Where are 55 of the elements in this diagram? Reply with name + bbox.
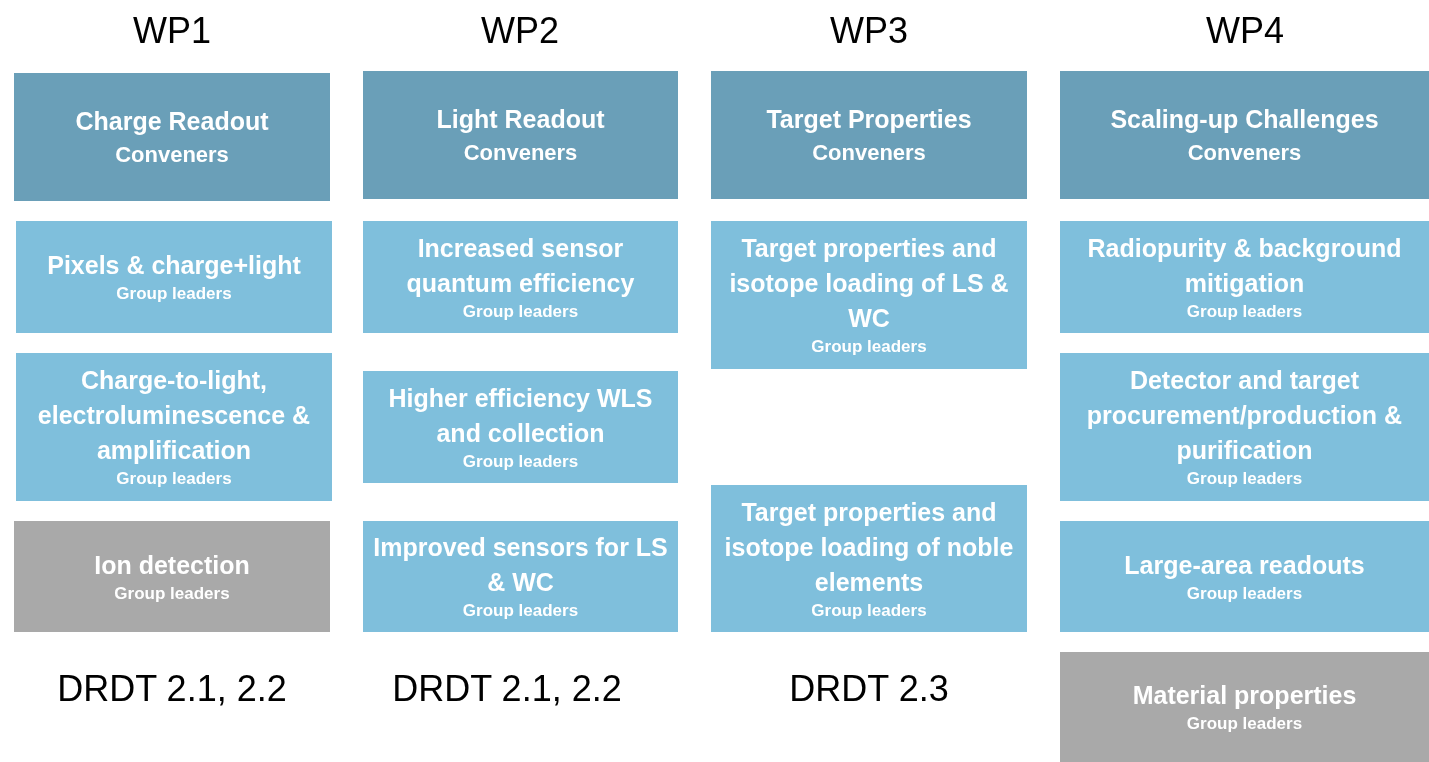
reference-label: DRDT 2.3 <box>789 668 949 710</box>
work-package-title: Light Readout <box>436 104 605 136</box>
topic-title: Target properties and isotope loading of noble elements <box>723 496 1015 598</box>
role-label: Group leaders <box>1186 300 1303 323</box>
topic-title: Detector and target procurement/production & purification <box>1085 365 1404 467</box>
work-package-heading: WP3 <box>830 10 908 52</box>
group-box <box>363 371 678 483</box>
work-package-title: Charge Readout <box>75 106 269 138</box>
group-box <box>14 521 330 632</box>
role-label: Group leaders <box>462 600 579 623</box>
convener-box <box>363 71 678 199</box>
group-box <box>363 221 678 333</box>
reference-label: DRDT 2.1, 2.2 <box>392 668 622 710</box>
group-box <box>363 521 678 632</box>
topic-title: Large-area readouts <box>1124 549 1365 581</box>
group-box <box>1060 652 1429 762</box>
work-package-heading: WP1 <box>133 10 211 52</box>
role-label: Conveners <box>115 140 229 169</box>
role-label: Group leaders <box>462 300 579 323</box>
topic-title: Charge-to-light, electroluminescence & amplification <box>36 365 312 467</box>
group-box <box>711 221 1027 369</box>
convener-box <box>14 73 330 201</box>
work-package-title: Target Properties <box>766 104 972 136</box>
work-package-heading: WP2 <box>481 10 559 52</box>
reference-label: DRDT 2.1, 2.2 <box>57 668 287 710</box>
role-label: Conveners <box>812 138 926 167</box>
work-package-title: Scaling-up Challenges <box>1110 104 1379 136</box>
group-box <box>1060 221 1429 333</box>
group-box <box>1060 353 1429 501</box>
topic-title: Radiopurity & background mitigation <box>1086 232 1403 299</box>
role-label: Group leaders <box>811 336 927 359</box>
topic-title: Higher efficiency WLS and collection <box>387 382 654 449</box>
topic-title: Ion detection <box>94 549 250 581</box>
role-label: Group leaders <box>116 283 232 306</box>
convener-box <box>711 71 1027 199</box>
role-label: Group leaders <box>1186 582 1303 605</box>
role-label: Group leaders <box>811 599 927 622</box>
role-label: Group leaders <box>1186 468 1303 491</box>
group-box <box>711 485 1027 632</box>
group-box <box>16 353 332 501</box>
topic-title: Target properties and isotope loading of LS & WC <box>728 233 1010 335</box>
role-label: Group leaders <box>116 468 232 491</box>
topic-title: Increased sensor quantum efficiency <box>405 232 636 299</box>
work-package-heading: WP4 <box>1206 10 1284 52</box>
role-label: Group leaders <box>114 582 230 605</box>
group-box <box>1060 521 1429 632</box>
convener-box <box>1060 71 1429 199</box>
role-label: Conveners <box>463 138 578 167</box>
topic-title: Pixels & charge+light <box>47 250 301 282</box>
role-label: Conveners <box>1187 138 1302 167</box>
group-box <box>16 221 332 333</box>
role-label: Group leaders <box>462 450 579 473</box>
role-label: Group leaders <box>1186 713 1303 736</box>
topic-title: Improved sensors for LS & WC <box>372 532 669 599</box>
topic-title: Material properties <box>1132 680 1357 712</box>
